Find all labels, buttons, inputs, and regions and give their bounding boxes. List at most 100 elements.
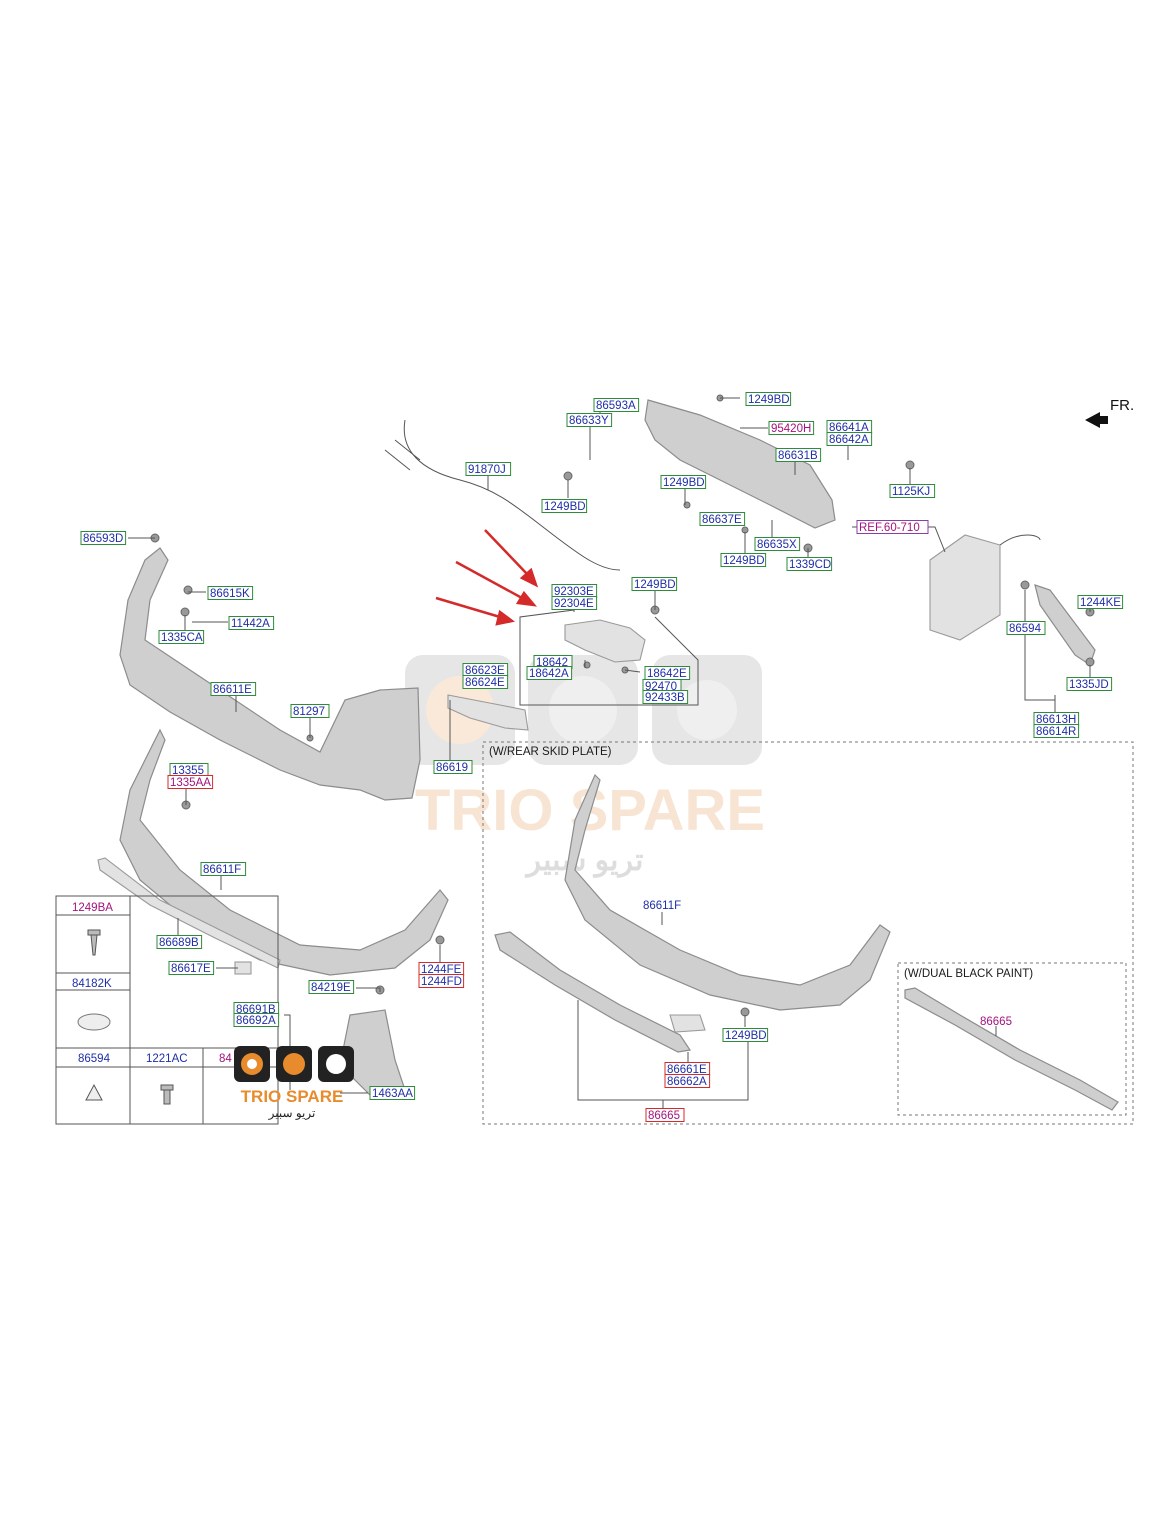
part-number-text: 18642E <box>647 668 687 680</box>
part-label-86661e: 86661E <box>664 1062 711 1076</box>
part-label-1335ca: 1335CA <box>158 630 205 644</box>
part-number-box <box>642 690 689 704</box>
part-label-92304e: 92304E <box>551 596 598 610</box>
part-number-box <box>228 616 275 630</box>
lower-bumper-shape <box>119 728 449 976</box>
part-number-text: 1463AA <box>372 1088 413 1100</box>
clip-icon <box>85 1083 103 1101</box>
part-number-box <box>1033 724 1080 738</box>
wiring-harness-shape <box>403 419 621 571</box>
rear-bumper-cover-shape <box>119 547 421 801</box>
part-label-86594_a: 86594 <box>1006 621 1046 635</box>
part-number-box <box>465 462 512 476</box>
part-number-box <box>566 413 613 427</box>
part-label-t1249ba: 1249BA <box>72 902 113 914</box>
part-label-86692a: 86692A <box>233 1013 280 1027</box>
part-number-box <box>200 862 247 876</box>
part-label-13355: 13355 <box>169 763 209 777</box>
part-number-text: 1249BD <box>663 477 705 489</box>
part-label-86641a: 86641A <box>826 420 873 434</box>
bumper-beam-shape <box>644 399 836 529</box>
part-number-text: 86633Y <box>569 415 609 427</box>
part-label-t84182k: 84182K <box>72 978 112 990</box>
part-label-86631b: 86631B <box>775 448 822 462</box>
part-label-86665_b: 86665 <box>980 1016 1012 1028</box>
part-number-box <box>786 557 833 571</box>
fasteners <box>150 394 1095 1017</box>
part-label-1125kj: 1125KJ <box>889 484 936 498</box>
part-label-86593d: 86593D <box>80 531 127 545</box>
part-number-text: 86624E <box>465 677 505 689</box>
front-direction-arrow-icon <box>1085 412 1108 428</box>
part-number-text: 1249BD <box>748 394 790 406</box>
svg-text:تريو سبير: تريو سبير <box>268 1106 316 1120</box>
skid-plate-strip-shape <box>494 931 692 1053</box>
part-number-box <box>699 512 746 526</box>
part-number-box <box>210 682 257 696</box>
part-label-ref60710: REF.60-710 <box>856 520 929 534</box>
part-label-86637e: 86637E <box>699 512 746 526</box>
part-number-text: 1249BD <box>634 579 676 591</box>
part-number-box <box>754 537 801 551</box>
part-number-box <box>541 499 588 513</box>
part-label-92433b: 92433B <box>642 690 689 704</box>
part-number-box <box>1006 621 1046 635</box>
part-number-text: 86689B <box>159 937 199 949</box>
part-number-text: 1249BD <box>723 555 765 567</box>
part-number-box <box>745 392 792 406</box>
part-label-86662a: 86662A <box>664 1074 711 1088</box>
part-number-box <box>526 666 573 680</box>
part-number-text: 86623E <box>465 665 505 677</box>
part-label-t1221ac: 1221AC <box>146 1053 188 1065</box>
screw-icon <box>87 929 101 956</box>
part-number-box <box>856 520 929 534</box>
reflector-lamp-shape <box>564 619 646 663</box>
part-number-text: 11442A <box>231 618 270 630</box>
part-number-text: 1244KE <box>1080 597 1121 609</box>
part-number-text: 92433B <box>645 692 685 704</box>
part-label-86611f_b: 86611F <box>643 900 681 912</box>
part-number-box <box>889 484 936 498</box>
svg-text:TRIO SPARE: TRIO SPARE <box>241 1087 344 1106</box>
part-label-86617e: 86617E <box>168 961 215 975</box>
part-number-box <box>290 704 330 718</box>
part-label-86593a: 86593A <box>593 398 640 412</box>
part-number-text: 86593A <box>596 400 636 412</box>
part-label-t84: 84 <box>219 1053 232 1065</box>
part-number-text: 1339CD <box>789 559 831 571</box>
part-label-t86594: 86594 <box>78 1053 111 1065</box>
part-label-86665_a: 86665 <box>645 1108 685 1122</box>
part-number-text: 92304E <box>554 598 594 610</box>
part-number-text: 86619 <box>436 762 468 774</box>
part-label-95420h: 95420H <box>768 421 815 435</box>
part-number-box <box>233 1013 280 1027</box>
part-label-1249bd_c: 1249BD <box>660 475 707 489</box>
part-number-box <box>1066 677 1113 691</box>
part-label-18642a: 18642A <box>526 666 573 680</box>
part-number-text: 86617E <box>171 963 211 975</box>
part-number-text: 86692A <box>236 1015 276 1027</box>
part-label-91870j: 91870J <box>465 462 512 476</box>
watermark-brand-arabic: تريو سبير <box>525 844 644 878</box>
part-number-box <box>308 980 355 994</box>
part-label-86613h: 86613H <box>1033 712 1080 726</box>
part-label-86611f_a: 86611F <box>200 862 247 876</box>
part-label-86615k: 86615K <box>207 586 254 600</box>
part-label-86619: 86619 <box>433 760 473 774</box>
part-label-86624e: 86624E <box>462 675 509 689</box>
dual-black-strip-shape <box>904 987 1119 1111</box>
skid-strip-shape <box>97 857 281 969</box>
side-garnish-shape <box>447 694 529 731</box>
part-number-text: 86611F <box>643 900 681 912</box>
part-number-box <box>775 448 822 462</box>
part-number-box <box>433 760 473 774</box>
part-number-text: 86613H <box>1036 714 1076 726</box>
part-number-box <box>158 630 205 644</box>
part-number-text: REF.60-710 <box>859 522 920 534</box>
part-number-text: 86611E <box>213 684 252 696</box>
part-number-box <box>826 432 873 446</box>
part-number-text: 86594 <box>78 1053 111 1065</box>
part-number-text: 86642A <box>829 434 869 446</box>
part-number-text: 86637E <box>702 514 742 526</box>
part-number-box <box>631 577 678 591</box>
